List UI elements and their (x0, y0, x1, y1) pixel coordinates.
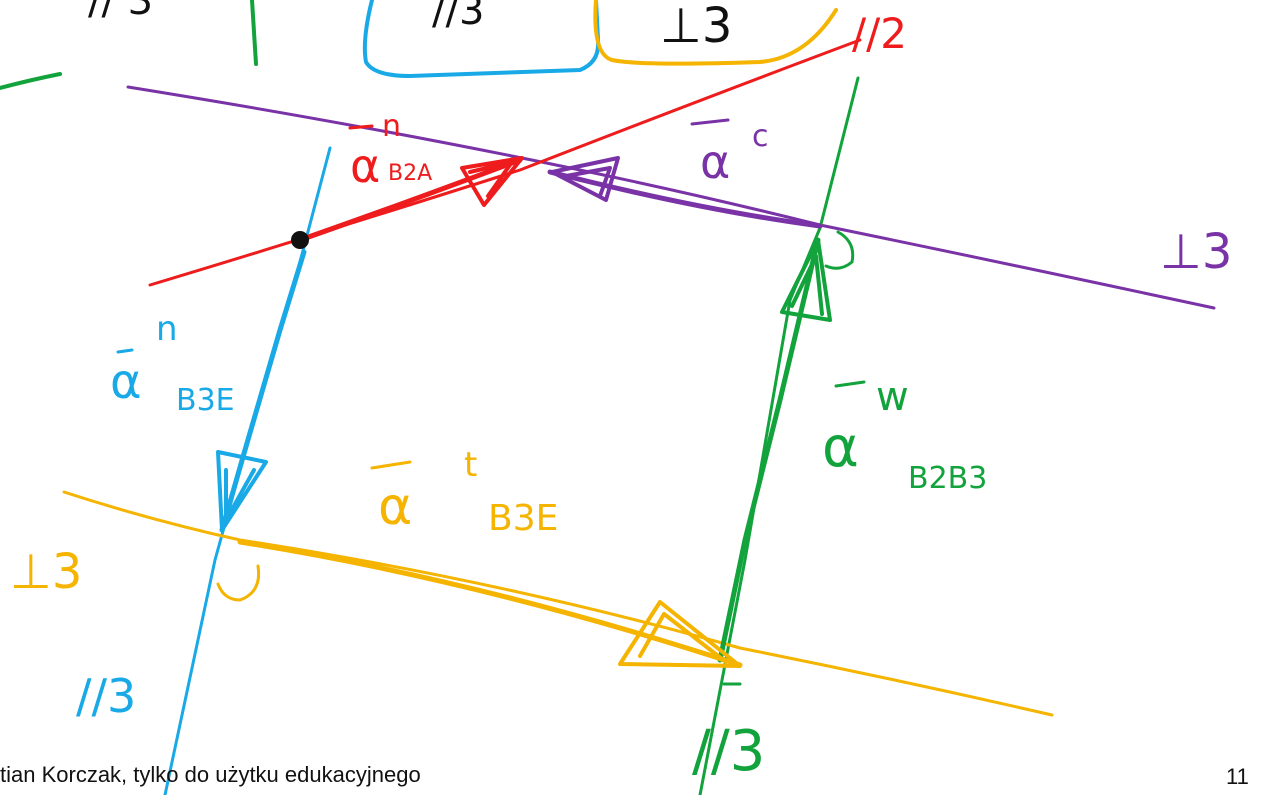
purple-vector-superscript: c (752, 119, 769, 154)
purple-vector-label: α c (690, 118, 769, 189)
top-label-boxes: // 3 //3 ⊥3 //2 (0, 0, 907, 90)
green-line-label: //3 (692, 719, 765, 784)
blue-vector-superscript: n (156, 309, 178, 349)
green-box-label: // 3 (88, 0, 153, 24)
purple-line-label: ⊥3 (1160, 224, 1232, 280)
page-number: 11 (1226, 764, 1249, 789)
purple-vector-shaft (547, 169, 823, 229)
green-vector-shaft (717, 237, 821, 663)
yellow-line-label: ⊥3 (10, 544, 82, 600)
yellow-arrowhead-icon (618, 600, 742, 668)
yellow-box-outline (593, 0, 838, 66)
green-box-outline (250, 0, 258, 66)
blue-vector-subscript: B3E (176, 383, 235, 418)
guide-lines (62, 38, 1216, 795)
blue-vector-label: α n B3E (110, 309, 235, 418)
blue-line-label: //3 (76, 669, 136, 723)
red-line (148, 38, 862, 287)
red-arrowhead-icon (460, 156, 524, 207)
red-vector-superscript: n (382, 109, 401, 144)
line-labels: ⊥3 ⊥3 //3 //3 (10, 224, 1232, 784)
purple-arrowhead-icon (550, 156, 620, 202)
green-vector-label: α w B2B3 (822, 374, 987, 496)
point-marker-icon (291, 231, 309, 249)
right-angle-mark-icon (216, 564, 261, 602)
green-vector-subscript: B2B3 (908, 461, 987, 496)
yellow-vector-superscript: t (464, 445, 477, 485)
blue-arrowhead-icon (216, 450, 268, 532)
red-vector-subscript: B2A (388, 161, 432, 186)
blue-box-outline (362, 0, 601, 78)
vector-arrows (216, 156, 832, 668)
blue-vector-symbol: α (110, 354, 142, 410)
red-vector-shaft (297, 157, 523, 243)
blue-box-label: //3 (432, 0, 484, 34)
green-arrowhead-icon (780, 238, 832, 322)
footer-copyright: tian Korczak, tylko do użytku edukacyjne… (0, 762, 421, 787)
red-vector-symbol: α (350, 139, 380, 193)
red-vector-label: α n B2A (348, 109, 432, 193)
red-line-label: //2 (852, 9, 907, 58)
purple-vector-symbol: α (700, 135, 730, 189)
yellow-vector-symbol: α (378, 477, 412, 537)
yellow-box-label: ⊥3 (660, 0, 732, 54)
green-vector-symbol: α (822, 415, 859, 480)
yellow-line (62, 490, 1054, 717)
yellow-vector-shaft (237, 539, 743, 668)
vector-labels: α n B2A α c α n B3E α w B2B3 α t B (110, 109, 987, 539)
purple-line (126, 85, 1216, 310)
right-angle-mark-icon (824, 230, 855, 270)
yellow-vector-label: α t B3E (370, 445, 558, 539)
blue-vector-shaft (219, 249, 307, 533)
green-box-bottom-stroke (0, 72, 62, 90)
yellow-vector-subscript: B3E (488, 498, 558, 539)
green-vector-superscript: w (876, 374, 909, 420)
